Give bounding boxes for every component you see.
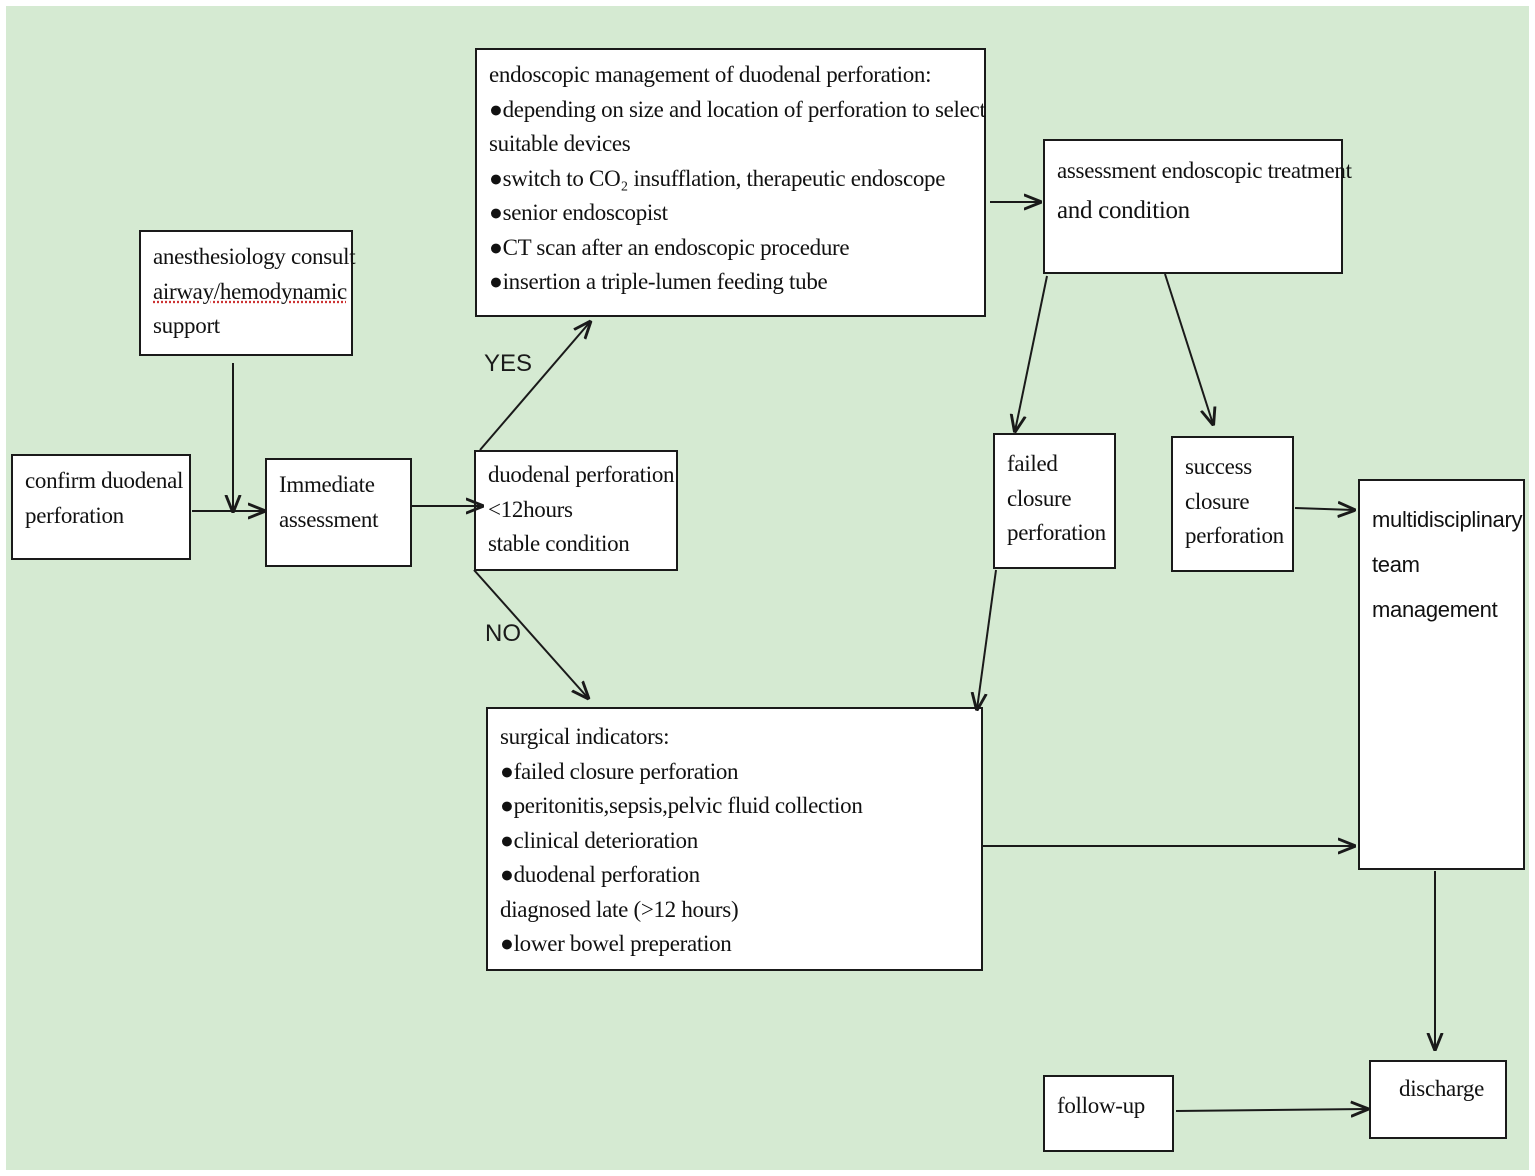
edge-label-yes: YES — [484, 350, 533, 377]
node-endoscopic-management: endoscopic management of duodenal perfor… — [475, 48, 986, 317]
node-line: ●depending on size and location of perfo… — [489, 96, 986, 122]
node-line: ●switch to CO₂ insufflation, therapeutic… — [489, 165, 946, 191]
node-anesthesiology-consult: anesthesiology consult airway/hemodynami… — [139, 230, 356, 356]
node-line: management — [1372, 597, 1498, 622]
node-line: ●failed closure perforation — [500, 758, 739, 784]
node-line: ●CT scan after an endoscopic procedure — [489, 234, 850, 260]
node-line: endoscopic management of duodenal perfor… — [489, 62, 932, 87]
node-line: success — [1185, 454, 1252, 479]
node-line: Immediate — [279, 472, 375, 497]
node-line: perforation — [1185, 523, 1284, 548]
node-line: ●lower bowel preperation — [500, 931, 732, 956]
node-multidisciplinary-team: multidisciplinary team management — [1358, 479, 1525, 870]
node-discharge: discharge — [1369, 1060, 1507, 1139]
node-line: discharge — [1399, 1076, 1485, 1101]
arrow-no-to-surgical — [473, 569, 588, 698]
node-line: team — [1372, 552, 1420, 577]
node-line: multidisciplinary — [1372, 507, 1523, 532]
edge-label-no: NO — [485, 620, 521, 647]
node-line: ●peritonitis,sepsis,pelvic fluid collect… — [500, 793, 863, 818]
node-line: surgical indicators: — [500, 724, 670, 749]
node-follow-up: follow-up — [1043, 1075, 1174, 1152]
node-line: stable condition — [488, 531, 630, 556]
node-line: anesthesiology consult — [153, 244, 356, 269]
arrow-success-to-mdt — [1294, 508, 1354, 510]
node-line: closure — [1007, 485, 1072, 511]
node-line: assessment — [279, 506, 379, 532]
node-line: ●insertion a triple-lumen feeding tube — [489, 269, 828, 294]
node-line: follow-up — [1057, 1093, 1146, 1118]
node-line: duodenal perforation — [488, 462, 675, 487]
node-failed-closure: failed closure perforation — [993, 433, 1116, 569]
node-line: airway/hemodynamic — [153, 278, 347, 304]
node-line: failed — [1007, 451, 1058, 476]
node-line: ●duodenal perforation — [500, 862, 700, 887]
node-assessment-endoscopic-treatment: assessment endoscopic treatment and cond… — [1043, 139, 1352, 274]
arrow-assessment-to-failed — [1015, 275, 1048, 431]
node-line: assessment endoscopic treatment — [1057, 158, 1352, 183]
arrow-followup-to-discharge — [1175, 1109, 1367, 1111]
node-line: <12hours — [488, 496, 573, 522]
node-immediate-assessment: Immediate assessment — [265, 458, 412, 567]
node-surgical-indicators: surgical indicators: ●failed closure per… — [486, 707, 983, 971]
node-duodenal-perforation-decision: duodenal perforation <12hours stable con… — [474, 450, 678, 571]
node-line: diagnosed late (>12 hours) — [500, 896, 739, 922]
node-line: confirm duodenal — [25, 468, 184, 493]
node-line: perforation — [25, 502, 124, 528]
arrow-assessment-to-success — [1164, 273, 1213, 424]
node-success-closure: success closure perforation — [1171, 436, 1294, 572]
node-confirm-perforation: confirm duodenal perforation — [11, 454, 191, 560]
node-line: perforation — [1007, 520, 1106, 545]
node-line: ●clinical deterioration — [500, 827, 698, 853]
node-line: suitable devices — [489, 131, 631, 156]
arrow-failed-to-surgical — [977, 569, 997, 709]
node-line: support — [153, 313, 220, 338]
node-line: closure — [1185, 488, 1250, 514]
arrow-yes-to-endoscopic — [479, 322, 590, 451]
node-line: and condition — [1057, 197, 1190, 224]
node-line: ●senior endoscopist — [489, 200, 668, 225]
